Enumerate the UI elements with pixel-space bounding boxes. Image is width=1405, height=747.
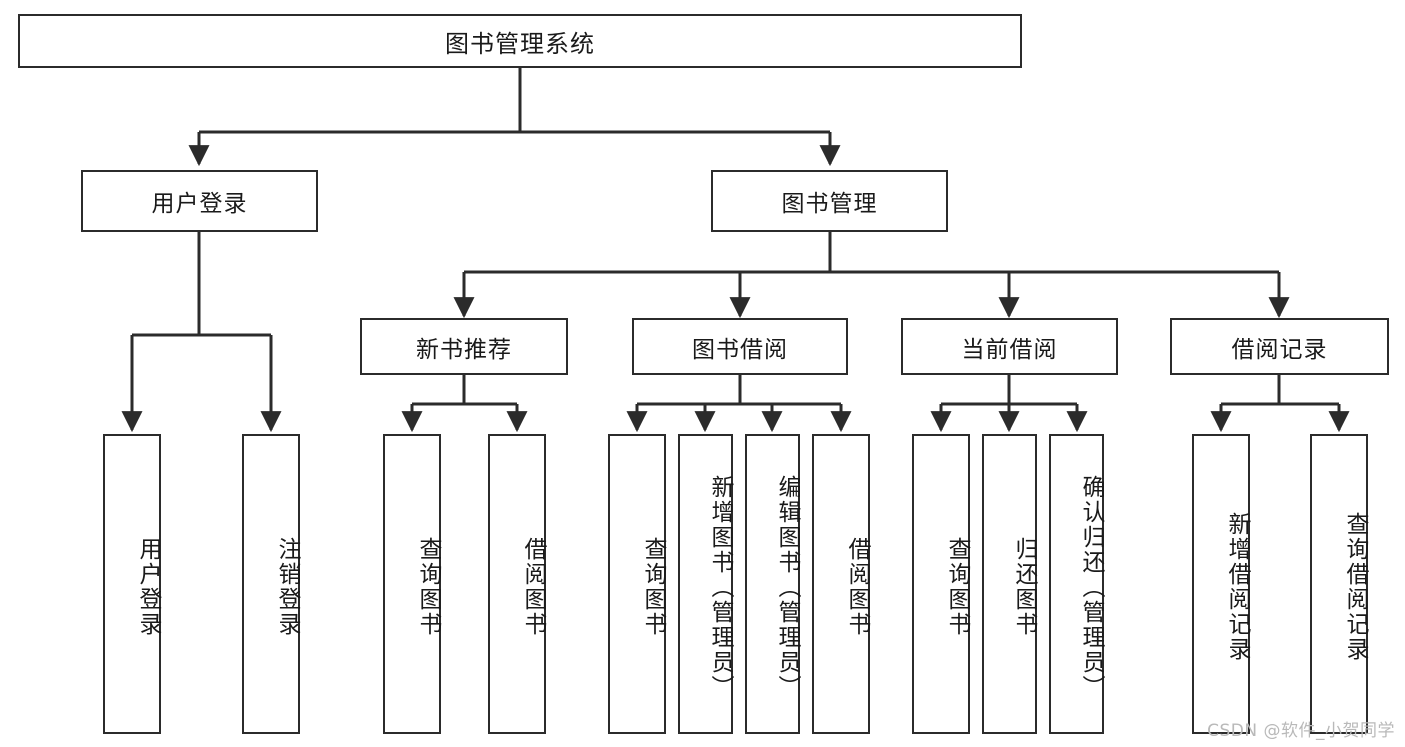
node-label: 图书借阅: [692, 336, 788, 363]
leaf-borrow-book[interactable]: 借阅图书: [812, 434, 870, 734]
node-label: 查询图书: [640, 537, 666, 637]
node-new-book-recommendation[interactable]: 新书推荐: [360, 318, 568, 375]
leaf-recommend-query-book[interactable]: 查询图书: [383, 434, 441, 734]
leaf-record-query-borrow-record[interactable]: 查询借阅记录: [1310, 434, 1368, 734]
leaf-record-add-borrow-record[interactable]: 新增借阅记录: [1192, 434, 1250, 734]
node-label: 编辑图书（管理员）: [774, 474, 800, 700]
leaf-user-logout[interactable]: 注销登录: [242, 434, 300, 734]
node-label: 用户登录: [151, 191, 248, 217]
node-label: 借阅图书: [844, 537, 870, 637]
node-label: 借阅图书: [520, 537, 546, 637]
node-label: 借阅记录: [1231, 336, 1328, 363]
leaf-borrow-query-book[interactable]: 查询图书: [608, 434, 666, 734]
node-label: 新书推荐: [416, 336, 512, 363]
node-user-login[interactable]: 用户登录: [81, 170, 318, 232]
node-label: 查询图书: [415, 537, 441, 637]
node-label: 用户登录: [135, 537, 161, 637]
leaf-user-login[interactable]: 用户登录: [103, 434, 161, 734]
leaf-current-confirm-return-admin[interactable]: 确认归还（管理员）: [1049, 434, 1104, 734]
leaf-current-return-book[interactable]: 归还图书: [982, 434, 1037, 734]
node-root-book-management-system[interactable]: 图书管理系统: [18, 14, 1022, 68]
node-label: 查询图书: [944, 537, 970, 637]
node-book-borrowing[interactable]: 图书借阅: [632, 318, 848, 375]
node-label: 图书管理系统: [445, 29, 595, 58]
node-label: 确认归还（管理员）: [1078, 474, 1104, 700]
node-label: 新增图书（管理员）: [707, 474, 733, 700]
node-label: 当前借阅: [961, 336, 1058, 363]
node-label: 查询借阅记录: [1342, 512, 1368, 662]
leaf-current-query-book[interactable]: 查询图书: [912, 434, 970, 734]
leaf-borrow-edit-book-admin[interactable]: 编辑图书（管理员）: [745, 434, 800, 734]
node-borrowing-record[interactable]: 借阅记录: [1170, 318, 1389, 375]
node-label: 归还图书: [1011, 537, 1037, 637]
node-book-management[interactable]: 图书管理: [711, 170, 948, 232]
leaf-borrow-add-book-admin[interactable]: 新增图书（管理员）: [678, 434, 733, 734]
leaf-recommend-borrow-book[interactable]: 借阅图书: [488, 434, 546, 734]
node-label: 图书管理: [781, 191, 878, 217]
node-current-borrowing[interactable]: 当前借阅: [901, 318, 1118, 375]
node-label: 注销登录: [274, 537, 300, 637]
node-label: 新增借阅记录: [1224, 512, 1250, 662]
